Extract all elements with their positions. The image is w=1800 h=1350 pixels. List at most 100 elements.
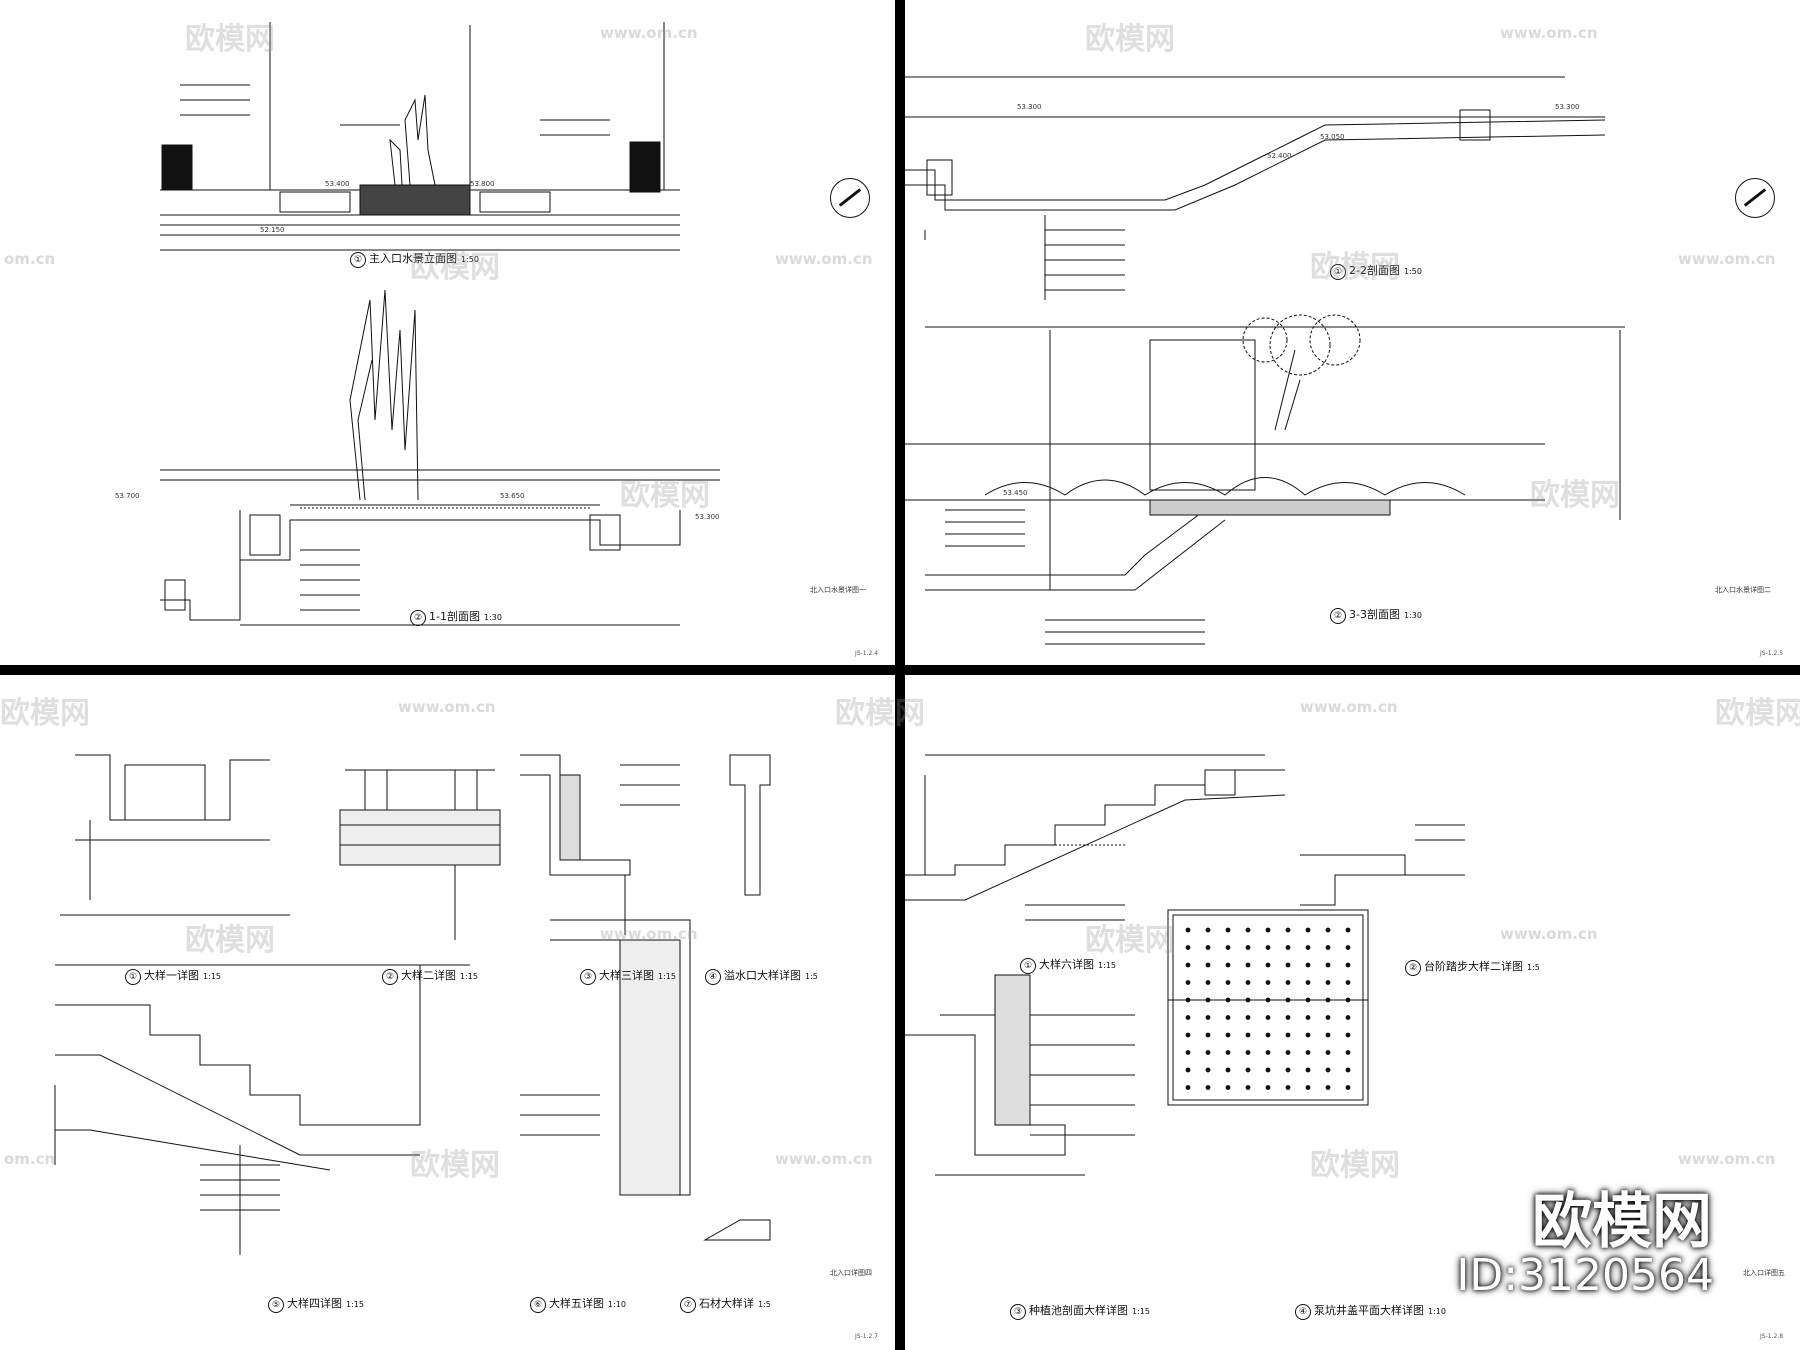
drawing-title-text: 溢水口大样详图 — [724, 969, 801, 982]
drawing-scale: 1:10 — [1428, 1307, 1446, 1316]
watermark-url: om.cn — [4, 1150, 56, 1168]
elevation-tag: 53.650 — [500, 492, 525, 500]
drawing-number: ① — [125, 969, 141, 985]
drawing-scale: 1:5 — [758, 1300, 771, 1309]
cover-hole — [1225, 1015, 1231, 1020]
drawing-title-text: 大样五详图 — [549, 1297, 604, 1310]
cover-hole — [1225, 1067, 1231, 1073]
drawing-title-text: 1-1剖面图 — [429, 610, 480, 623]
cover-hole — [1205, 980, 1211, 985]
cover-hole — [1185, 1050, 1191, 1055]
watermark-logo: 欧模网 — [410, 250, 500, 285]
cover-hole — [1345, 945, 1351, 950]
drawing-scale: 1:50 — [1403, 267, 1422, 276]
watermark-url: www.om.cn — [600, 24, 698, 42]
sheet-code: JS-1.2.5 — [1760, 650, 1784, 657]
drawing-title-text: 大样二详图 — [401, 969, 456, 982]
cover-hole — [1205, 1085, 1211, 1090]
sheet-label: 北入口详图五 — [1743, 1269, 1785, 1277]
drawing-scale: 1:10 — [608, 1300, 626, 1309]
drawing-scale: 1:30 — [1403, 611, 1422, 620]
cover-hole — [1325, 980, 1331, 985]
watermark-logo: 欧模网 — [620, 478, 710, 513]
cover-hole — [1325, 997, 1331, 1003]
cover-hole — [1205, 1067, 1211, 1073]
sheet-code: JS-1.2.8 — [1760, 1333, 1784, 1340]
cover-hole — [1185, 1032, 1191, 1038]
cover-hole — [1205, 997, 1211, 1003]
cover-hole — [1245, 1085, 1251, 1090]
cover-hole — [1205, 1050, 1211, 1055]
cover-hole — [1245, 980, 1251, 985]
north-arrow-icon — [830, 178, 870, 218]
cover-hole — [1285, 1067, 1291, 1073]
watermark-logo: 欧模网 — [1085, 22, 1175, 57]
drawing-scale: 1:5 — [805, 972, 818, 981]
drawing-title-text: 种植池剖面大样详图 — [1029, 1304, 1128, 1317]
drawing-scale: 1:15 — [346, 1300, 364, 1309]
cover-hole — [1305, 980, 1311, 985]
cover-hole — [1245, 1032, 1251, 1038]
drawing-title-text: 3-3剖面图 — [1349, 608, 1400, 621]
elevation-tag: 53.300 — [1555, 103, 1580, 111]
cover-hole — [1225, 945, 1231, 950]
cover-hole — [1225, 1032, 1231, 1038]
cover-hole — [1265, 1067, 1271, 1073]
north-arrow-icon — [1735, 178, 1775, 218]
sheet-2-linework — [905, 76, 1625, 645]
cover-hole — [1205, 1032, 1211, 1038]
cover-hole — [1325, 1032, 1331, 1038]
drawing-title-text: 大样一详图 — [144, 969, 199, 982]
watermark-logo: 欧模网 — [1715, 696, 1800, 731]
cover-hole — [1345, 1015, 1351, 1020]
watermark-url: www.om.cn — [1500, 925, 1598, 943]
cover-hole — [1245, 1050, 1251, 1055]
drawing-number: ⑦ — [680, 1297, 696, 1313]
cover-hole — [1285, 1015, 1291, 1020]
watermark-url: www.om.cn — [1678, 250, 1776, 268]
drawing-title-text: 石材大样详 — [699, 1297, 754, 1310]
cover-hole — [1265, 1085, 1271, 1090]
cover-hole — [1265, 1032, 1271, 1038]
watermark-logo: 欧模网 — [185, 22, 275, 57]
drawing-title-text: 台阶踏步大样二详图 — [1424, 960, 1523, 973]
cover-hole — [1245, 962, 1251, 968]
cover-hole — [1345, 997, 1351, 1003]
elevation-tag: 53.700 — [115, 492, 140, 500]
cover-hole — [1225, 927, 1231, 933]
cover-hole — [1325, 1050, 1331, 1055]
cover-hole — [1285, 962, 1291, 968]
drawing-number: ④ — [1295, 1304, 1311, 1320]
watermark-url: www.om.cn — [775, 250, 873, 268]
elevation-tag: 53.450 — [1003, 489, 1028, 497]
elevation-tag: 52.150 — [260, 226, 285, 234]
cover-hole — [1325, 927, 1331, 933]
cover-hole — [1285, 1050, 1291, 1055]
cover-hole — [1305, 927, 1311, 933]
cover-hole — [1245, 945, 1251, 950]
cover-hole — [1265, 1015, 1271, 1020]
cover-hole — [1325, 1015, 1331, 1020]
drawing-title-text: 泵坑井盖平面大样详图 — [1314, 1304, 1424, 1317]
sheet-4-linework — [905, 754, 1465, 1176]
drawing-number: ② — [382, 969, 398, 985]
cover-hole — [1305, 997, 1311, 1003]
cover-hole — [1265, 980, 1271, 985]
cover-hole — [1345, 1085, 1351, 1090]
cover-hole — [1265, 945, 1271, 950]
cover-hole — [1265, 997, 1271, 1003]
watermark-url: om.cn — [4, 250, 56, 268]
cover-hole — [1305, 1015, 1311, 1020]
cover-hole — [1245, 1067, 1251, 1073]
sheet-label: 北入口水景详图一 — [810, 586, 866, 594]
brand-logo: 欧模网 — [1532, 1187, 1712, 1257]
cover-hole — [1345, 980, 1351, 985]
